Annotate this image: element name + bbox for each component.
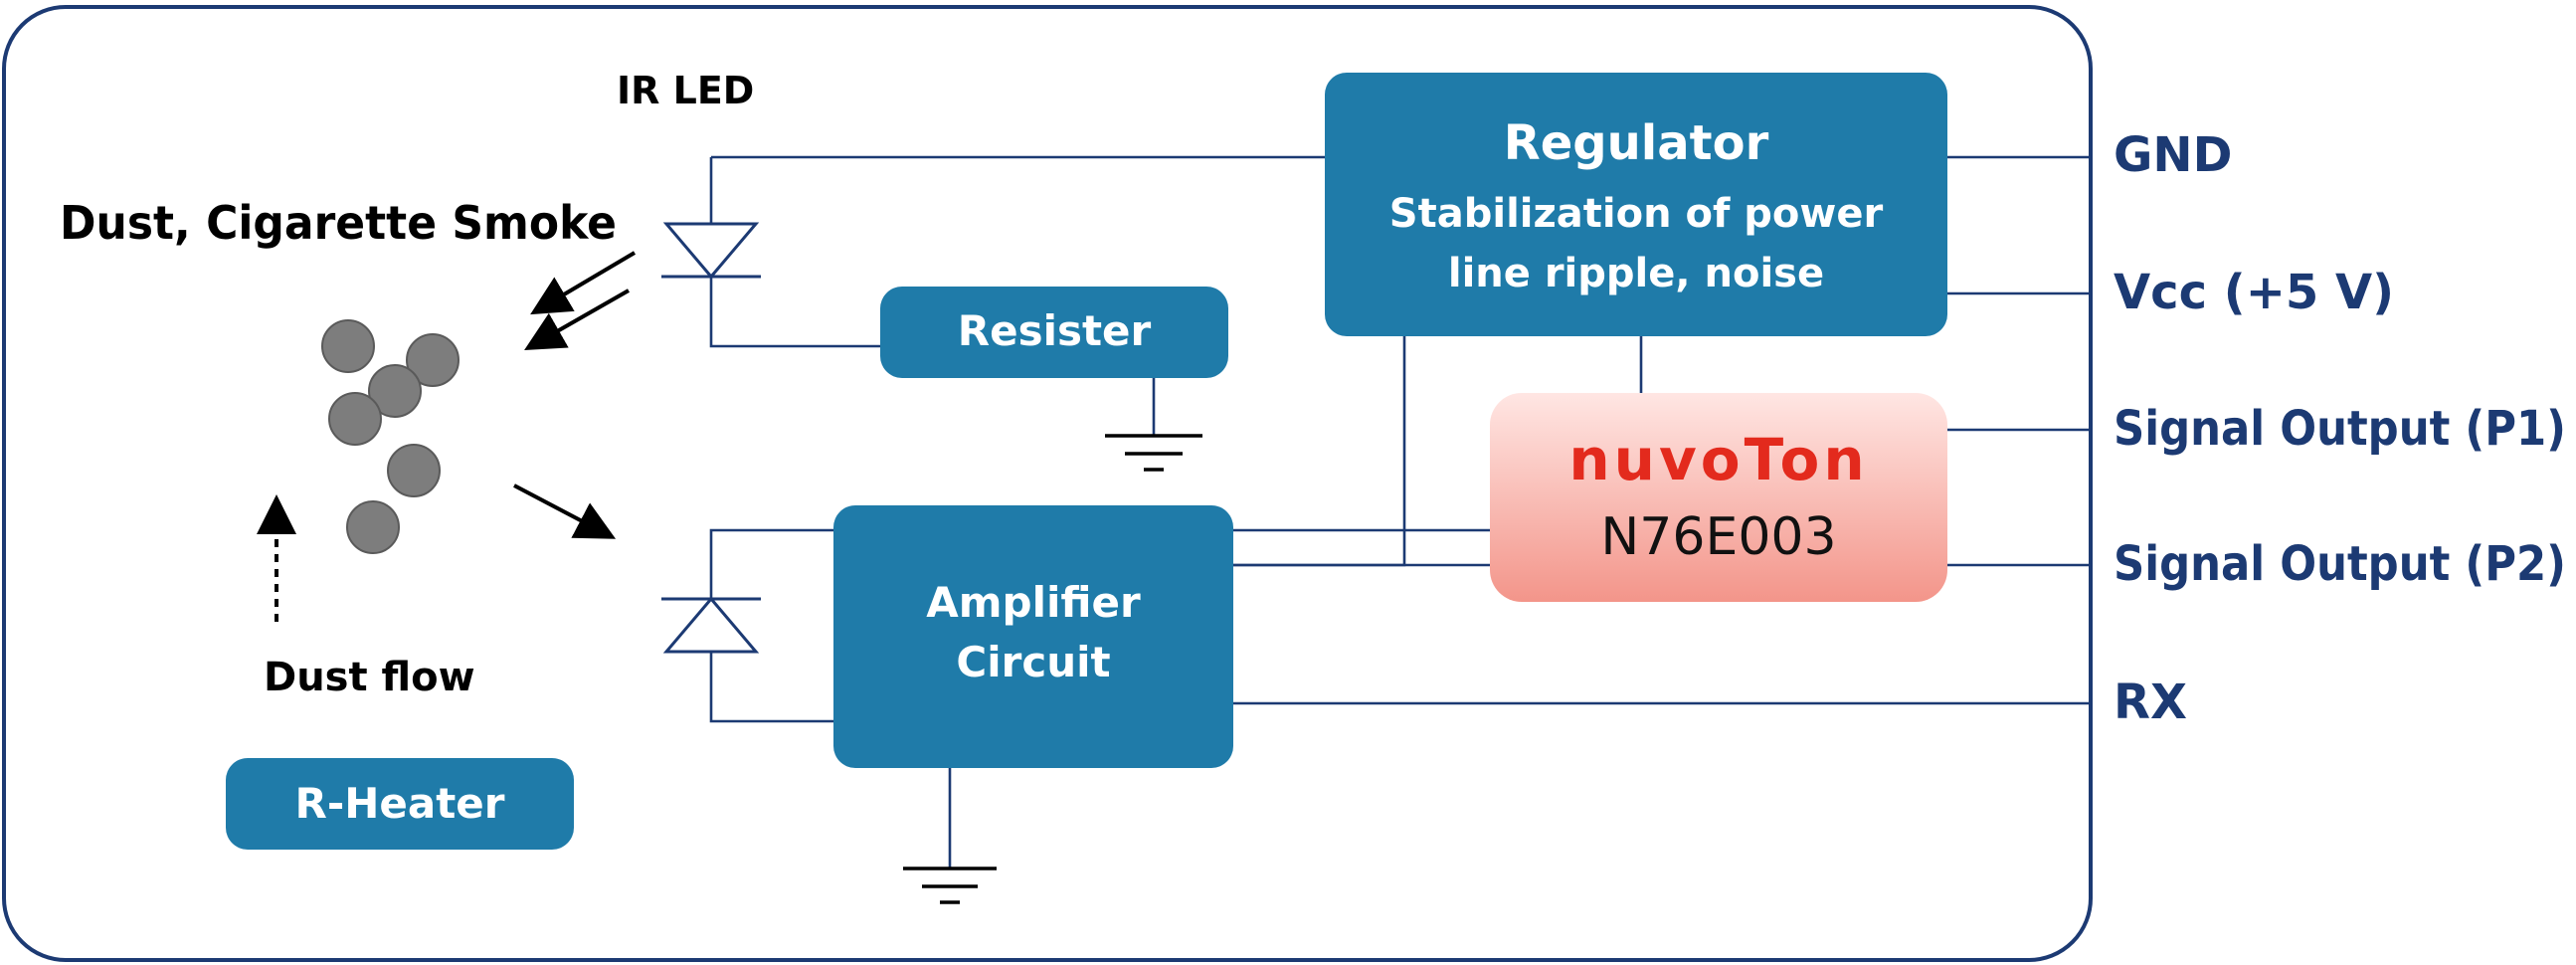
dust-particles xyxy=(321,319,460,554)
ground-symbol-resister xyxy=(1105,434,1202,472)
pin-label-signal-p1: Signal Output (P1) xyxy=(2114,401,2566,457)
module-frame xyxy=(2,5,2093,962)
dust-particle xyxy=(346,500,400,554)
wire-pd-amp-top xyxy=(709,528,833,599)
regulator-title: Regulator xyxy=(1504,115,1769,171)
wires xyxy=(709,155,2091,868)
regulator-desc-line1: Stabilization of power xyxy=(1389,191,1884,237)
ir-led-diode-icon xyxy=(661,222,761,280)
regulator-desc-line2: line ripple, noise xyxy=(1448,251,1824,296)
pin-label-gnd: GND xyxy=(2114,127,2232,183)
dust-particle xyxy=(368,364,422,418)
dust-source-label: Dust, Cigarette Smoke xyxy=(60,196,617,250)
mcu-part-number: N76E003 xyxy=(1600,507,1836,567)
amplifier-block: Amplifier Circuit xyxy=(833,505,1233,768)
heater-label: R-Heater xyxy=(294,779,504,828)
resister-block: Resister xyxy=(880,287,1228,378)
dust-flow-label: Dust flow xyxy=(264,655,475,700)
ground-symbol-amplifier xyxy=(903,867,997,904)
pin-label-rx: RX xyxy=(2114,675,2187,730)
mcu-block: nuvoTon N76E003 xyxy=(1490,393,1947,602)
scattered-light-arrow xyxy=(513,483,617,539)
heater-block: R-Heater xyxy=(226,758,574,850)
amplifier-label-line2: Circuit xyxy=(956,638,1110,686)
regulator-block: Regulator Stabilization of power line ri… xyxy=(1325,73,1947,336)
dust-particle xyxy=(387,444,441,497)
wire-led-resister xyxy=(709,277,880,348)
pin-label-vcc: Vcc (+5 V) xyxy=(2114,265,2394,320)
dust-particle xyxy=(328,392,382,446)
wire-pd-amp-bottom xyxy=(709,649,833,723)
dust-particle xyxy=(321,319,375,373)
amplifier-label-line1: Amplifier xyxy=(926,578,1141,627)
dust-particle xyxy=(406,333,460,387)
pin-label-signal-p2: Signal Output (P2) xyxy=(2114,536,2566,592)
nuvoton-logo: nuvoTon xyxy=(1568,426,1868,493)
photodiode-icon xyxy=(661,596,761,654)
incoming-light-arrows xyxy=(524,251,637,350)
resister-label: Resister xyxy=(958,306,1152,355)
ir-led-label: IR LED xyxy=(617,69,754,112)
